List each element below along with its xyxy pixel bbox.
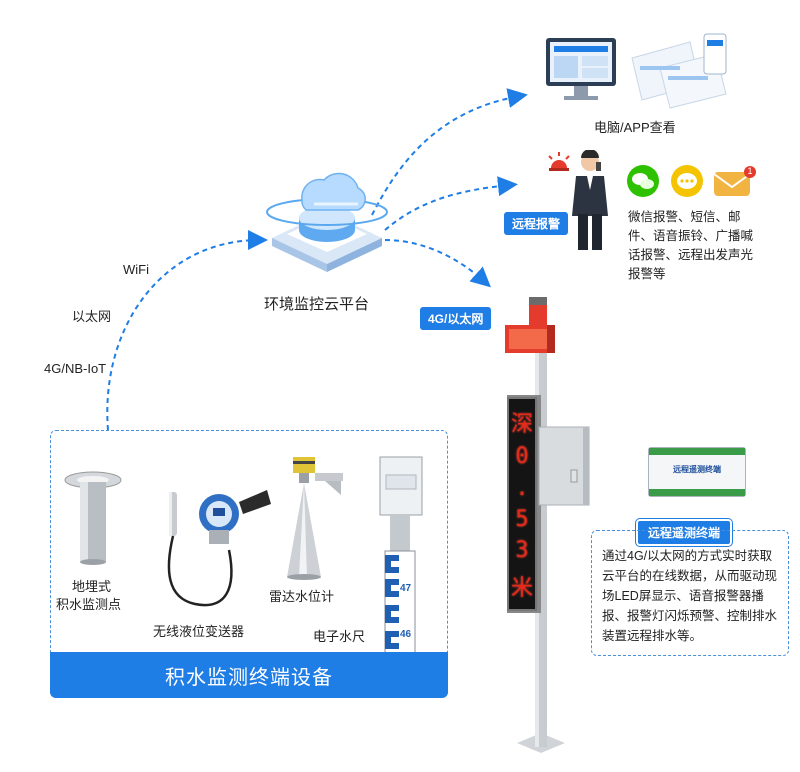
radar-gauge-label: 雷达水位计 [269, 589, 335, 604]
terminal-device-label: 远程遥测终端 [673, 465, 721, 474]
led-char: 米 [510, 575, 533, 601]
buried-sensor-label: 地埋式 [72, 579, 112, 594]
wifi-label: WiFi [123, 262, 149, 277]
viewer-label: 电脑/APP查看 [594, 120, 676, 135]
led-char: 0 [515, 444, 529, 470]
telemetry-terminal-device: 远程遥测终端 [648, 447, 746, 497]
buried-sensor-label: 积水监测点 [56, 597, 122, 612]
water-gauge-label: 电子水尺 [313, 629, 366, 644]
level-transmitter-icon [167, 490, 271, 607]
pole-link-badge: 4G/以太网 [420, 307, 492, 330]
led-char: . [515, 475, 529, 501]
terminal-badge: 远程遥测终端 [636, 519, 733, 546]
cellular-label: 4G/NB-IoT [44, 361, 107, 376]
uplink-arrow [106, 230, 268, 431]
level-transmitter-label: 无线液位变送器 [153, 624, 245, 639]
device-banner: 积水监测终端设备 [50, 652, 448, 698]
radar-gauge-icon [287, 457, 343, 580]
computer-app-icon [546, 33, 727, 109]
mail-badge-count: 1 [747, 166, 753, 176]
led-char: 深 [510, 412, 533, 438]
alarm-arrow [384, 176, 518, 231]
terminal-description-box [591, 530, 789, 656]
ethernet-label: 以太网 [72, 309, 112, 324]
pole-arrow [384, 239, 491, 288]
led-char: 5 [515, 507, 529, 533]
person-phone-icon [572, 150, 608, 250]
remote-alarm-badge: 远程报警 [504, 212, 569, 235]
sms-chat-icon [671, 165, 703, 197]
platform-title: 环境监控云平台 [264, 296, 370, 313]
cloud-platform-icon [266, 172, 388, 272]
mail-icon [713, 166, 756, 196]
buried-sensor-icon [64, 471, 122, 565]
alarm-description: 微信报警、短信、邮件、语音振铃、广播喊话报警、远程出发声光报警等 [628, 210, 754, 281]
led-char: 3 [515, 538, 529, 564]
gauge-mark: 46 [400, 629, 412, 640]
gauge-mark: 47 [400, 583, 412, 594]
wechat-icon [627, 165, 659, 197]
viewer-arrow [371, 88, 528, 216]
alarm-light-icon [548, 152, 570, 171]
terminal-description: 通过4G/以太网的方式实时获取云平台的在线数据，从而驱动现场LED屏显示、语音报… [602, 549, 778, 643]
electronic-water-gauge-icon [379, 456, 423, 655]
led-screen: 深 0 . 5 3 米 [507, 397, 537, 611]
